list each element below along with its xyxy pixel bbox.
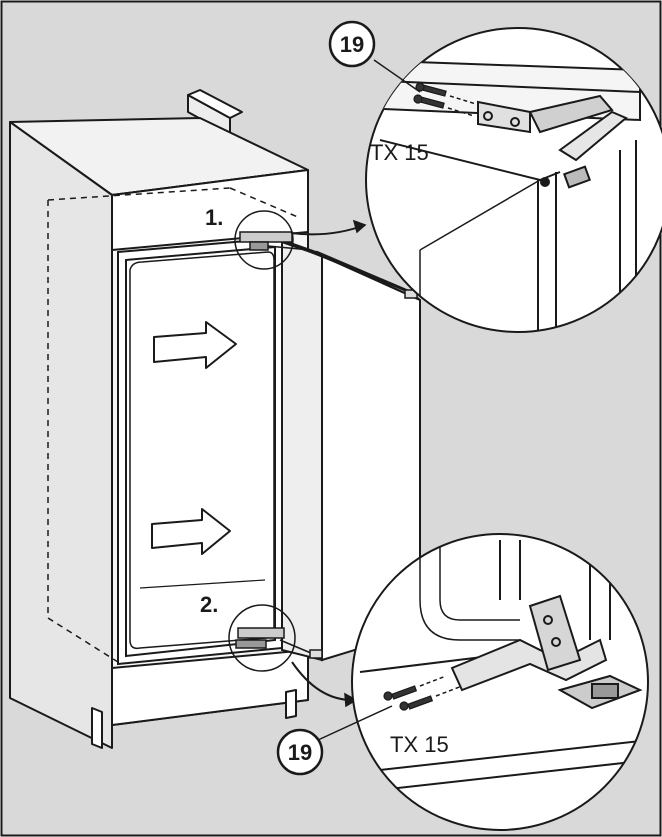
step-1-label: 1.: [205, 205, 223, 230]
callout-19-top-badge: [328, 20, 376, 68]
detail-view-top: 19 TX 15: [328, 20, 662, 333]
arrow-lower: [151, 508, 231, 555]
arrow-upper: [153, 321, 237, 369]
detail-view-bottom: 19 TX 15: [276, 533, 649, 831]
callout-19-top: 19: [340, 32, 364, 57]
tool-label-top: TX 15: [370, 140, 429, 165]
hinge-bottom-small: [228, 604, 358, 708]
callout-19-bottom: 19: [288, 740, 312, 765]
screws-bottom: [383, 685, 434, 711]
tool-label-bottom: TX 15: [390, 732, 449, 757]
hinge-top-small: [234, 210, 367, 270]
callout-19-bottom-badge: [276, 728, 324, 776]
screws-top: [413, 82, 447, 109]
push-arrows: [151, 321, 237, 555]
step-2-label: 2.: [200, 592, 218, 617]
